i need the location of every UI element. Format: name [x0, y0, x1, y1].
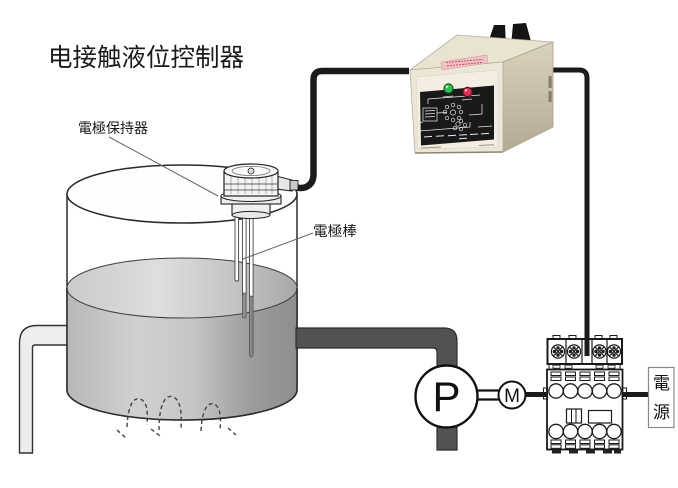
motor-label: M: [504, 386, 520, 407]
contactor-body: [546, 368, 624, 451]
contactor: [543, 335, 627, 454]
power-source-box: 電 源: [647, 366, 675, 429]
tank-bottom-dashes: [116, 395, 237, 440]
controller-top-label: [440, 54, 489, 71]
rod-mid-tip: [242, 292, 247, 319]
rod-long-tip: [249, 295, 254, 358]
power-cable: [552, 67, 590, 356]
red-led: [462, 86, 473, 98]
contactor-fills: [547, 339, 623, 450]
sensor-cable: [290, 67, 409, 192]
electrode-holder-leader: [108, 136, 219, 197]
panel-circuit-diagram: [419, 94, 493, 140]
electrode-holder: [220, 163, 299, 220]
page-title: 电接触液位控制器: [48, 43, 244, 72]
green-led: [443, 83, 454, 94]
electrode-rod-label: 電極棒: [313, 223, 357, 239]
inlet-pipe: [18, 324, 69, 454]
motor-circle: [497, 380, 527, 410]
rod-mid: [242, 211, 247, 297]
rod-short: [234, 211, 240, 282]
outlet-pipe: [295, 327, 458, 451]
pump-label: P: [432, 373, 460, 420]
pump-circle: [414, 364, 479, 429]
power-source-char-top: 電: [653, 374, 670, 394]
liquid-surface: [66, 257, 298, 319]
power-source-char-bottom: 源: [653, 403, 670, 423]
controller-panel: [420, 85, 494, 146]
electrode-holder-label: 電極保持器: [78, 120, 148, 136]
electrode-rod-leader: [242, 232, 314, 260]
controller-box: [408, 23, 554, 154]
terminal-screws: [550, 344, 622, 359]
tank-liquid: [67, 288, 297, 420]
